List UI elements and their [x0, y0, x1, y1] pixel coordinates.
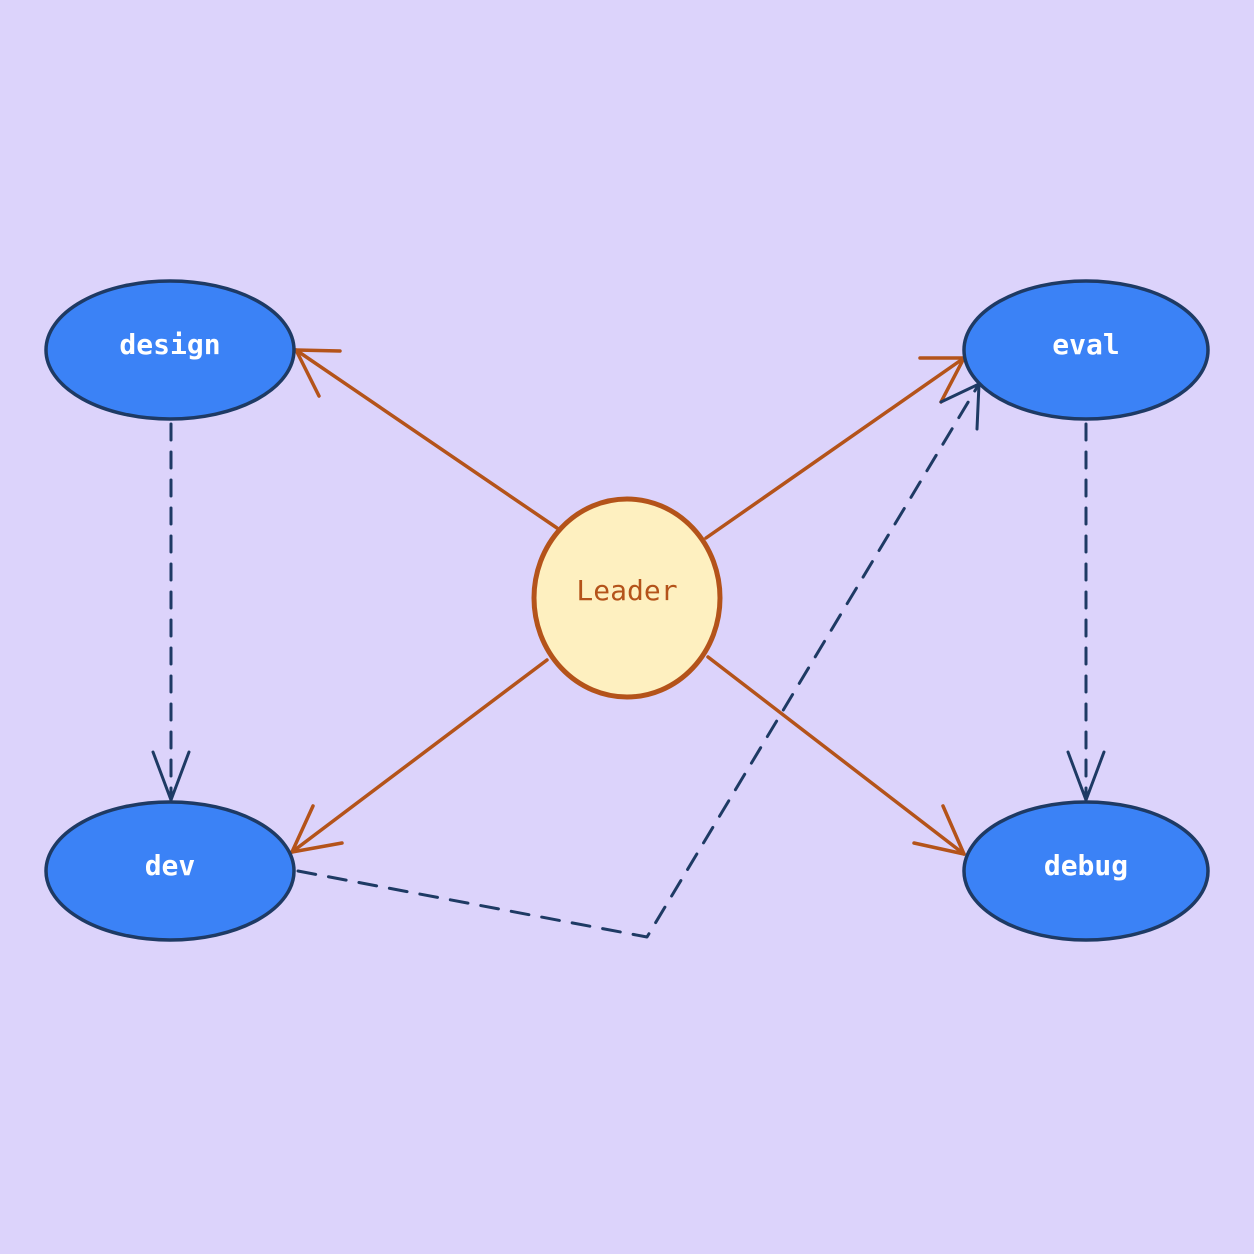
- node-dev-label: dev: [145, 849, 196, 882]
- edge-leader-dev: [290, 658, 549, 854]
- edge-leader-eval: [704, 356, 966, 540]
- node-debug-shape: [962, 800, 1210, 942]
- edge-design-dev: [151, 422, 191, 802]
- node-eval-shape: [962, 279, 1210, 421]
- node-design-shape: [44, 279, 296, 421]
- node-dev[interactable]: dev: [44, 800, 296, 942]
- node-eval-label: eval: [1052, 328, 1119, 361]
- node-leader-shape: [531, 496, 723, 700]
- node-leader[interactable]: Leader: [531, 496, 723, 700]
- node-leader-label: Leader: [576, 574, 677, 607]
- node-debug[interactable]: debug: [962, 800, 1210, 942]
- node-debug-label: debug: [1044, 849, 1128, 882]
- edge-leader-debug: [706, 655, 966, 856]
- node-design-label: design: [119, 328, 220, 361]
- node-design[interactable]: design: [44, 279, 296, 421]
- edge-leader-design: [294, 348, 559, 530]
- node-eval[interactable]: eval: [962, 279, 1210, 421]
- node-dev-shape: [44, 800, 296, 942]
- edge-eval-debug: [1066, 422, 1106, 802]
